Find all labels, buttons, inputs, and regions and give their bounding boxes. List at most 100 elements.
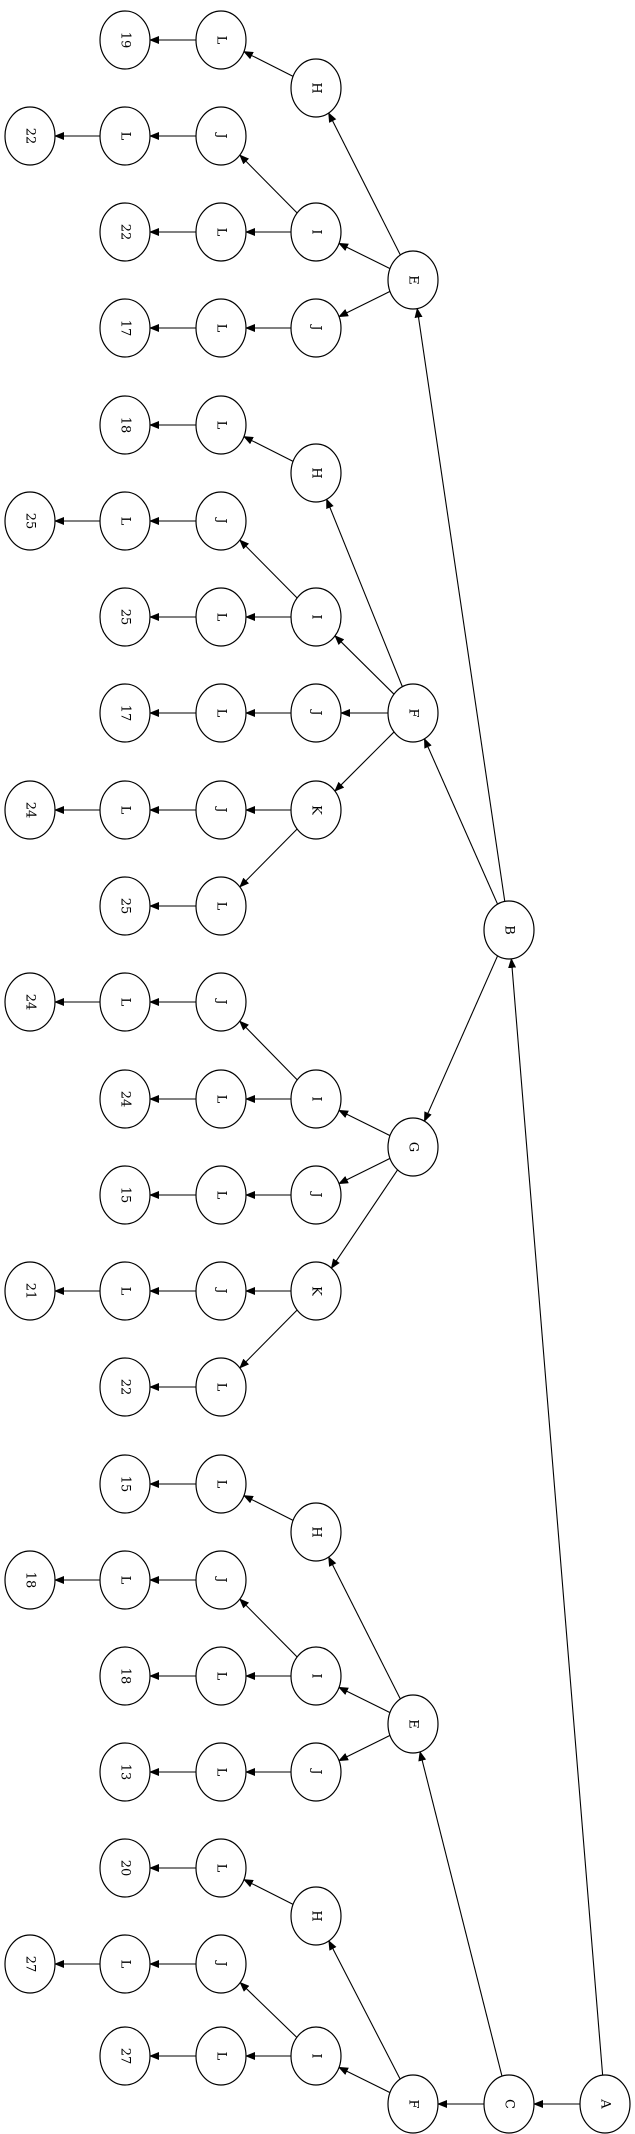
- node-ellipse: [387, 1117, 439, 1177]
- node-v25a: 25: [4, 491, 56, 551]
- edge-h4-to-l20: [243, 1879, 294, 1905]
- node-ellipse: [387, 2074, 439, 2134]
- node-label: L: [214, 1095, 229, 1104]
- node-v17b: 17: [99, 683, 151, 743]
- node-j5: J: [195, 780, 247, 840]
- node-ellipse: [290, 1165, 342, 1225]
- node-ellipse: [195, 1165, 247, 1225]
- node-label: 24: [118, 1091, 133, 1108]
- node-label: 22: [118, 1379, 133, 1396]
- edge-i3-to-j6: [239, 1020, 298, 1081]
- node-label: H: [309, 467, 324, 478]
- node-label: 15: [118, 1187, 133, 1204]
- node-l24b: L: [99, 972, 151, 1032]
- node-ellipse: [483, 2074, 535, 2134]
- node-ellipse: [99, 106, 151, 166]
- node-ellipse: [195, 1838, 247, 1898]
- node-ellipse: [290, 1502, 342, 1562]
- node-label: 22: [23, 128, 38, 145]
- node-ellipse: [99, 683, 151, 743]
- node-l27a: L: [99, 1934, 151, 1994]
- node-ellipse: [195, 1742, 247, 1802]
- node-ellipse: [290, 587, 342, 647]
- node-e1: E: [387, 250, 439, 310]
- node-ellipse: [99, 1934, 151, 1994]
- node-label: 15: [118, 1476, 133, 1493]
- edge-i5-to-j11: [239, 1981, 298, 2038]
- node-label: 18: [118, 1668, 133, 1685]
- node-ellipse: [99, 1838, 151, 1898]
- edge-i2-to-j3: [239, 539, 298, 599]
- edge-k1-to-l25c: [239, 828, 298, 888]
- node-label: 20: [118, 1860, 133, 1877]
- edge-line: [338, 1686, 391, 1714]
- node-label: F: [406, 708, 421, 717]
- node-label: L: [214, 228, 229, 237]
- edge-line: [328, 1939, 401, 2080]
- edge-k2-to-l22c: [239, 1309, 298, 1369]
- node-label: E: [406, 275, 421, 285]
- node-label: 25: [118, 609, 133, 626]
- edge-e1-to-j2: [338, 290, 391, 318]
- node-v24c: 24: [99, 1069, 151, 1129]
- edge-line: [423, 955, 499, 1123]
- node-i5: I: [290, 2026, 342, 2086]
- node-label: E: [406, 1719, 421, 1729]
- node-v25c: 25: [99, 876, 151, 936]
- node-label: L: [118, 1287, 133, 1296]
- edge-line: [243, 436, 294, 462]
- node-label: J: [214, 805, 229, 812]
- node-label: 27: [23, 1956, 38, 1973]
- node-label: H: [309, 1910, 324, 1921]
- node-label: A: [598, 2098, 613, 2109]
- node-k1: K: [290, 780, 342, 840]
- node-l24a: L: [99, 780, 151, 840]
- edge-line: [239, 1981, 298, 2038]
- edge-line: [508, 957, 604, 2076]
- edge-b-to-g1: [423, 955, 499, 1123]
- node-ellipse: [290, 1261, 342, 1321]
- node-l15b: L: [195, 1454, 247, 1514]
- node-ellipse: [387, 1694, 439, 1754]
- node-label: J: [214, 1286, 229, 1293]
- node-ellipse: [195, 1261, 247, 1321]
- node-label: L: [214, 421, 229, 430]
- node-v18c: 18: [99, 1646, 151, 1706]
- node-label: I: [309, 2053, 324, 2058]
- node-l25a: L: [99, 491, 151, 551]
- edge-c-to-e2: [418, 1750, 503, 2077]
- node-v17a: 17: [99, 298, 151, 358]
- node-label: K: [309, 1286, 324, 1296]
- edge-g1-to-j7: [338, 1157, 391, 1185]
- node-i4: I: [290, 1646, 342, 1706]
- node-ellipse: [195, 298, 247, 358]
- node-v22c: 22: [99, 1357, 151, 1417]
- node-label: J: [214, 131, 229, 138]
- edge-e2-to-j10: [338, 1734, 391, 1762]
- node-ellipse: [4, 1550, 56, 1610]
- node-ellipse: [99, 1550, 151, 1610]
- edge-line: [239, 539, 298, 599]
- edge-line: [338, 290, 391, 318]
- node-v18b: 18: [4, 1550, 56, 1610]
- edge-line: [338, 1109, 391, 1137]
- node-l27b: L: [195, 2026, 247, 2086]
- node-b: B: [483, 900, 535, 960]
- node-ellipse: [290, 780, 342, 840]
- node-label: 25: [118, 898, 133, 915]
- node-label: L: [214, 324, 229, 333]
- node-i2: I: [290, 587, 342, 647]
- node-f2: F: [387, 2074, 439, 2134]
- node-label: I: [309, 1096, 324, 1101]
- node-ellipse: [195, 780, 247, 840]
- node-ellipse: [99, 972, 151, 1032]
- node-label: 25: [23, 513, 38, 530]
- node-v18a: 18: [99, 395, 151, 455]
- edge-line: [239, 154, 298, 214]
- node-h1: H: [290, 58, 342, 118]
- node-ellipse: [290, 1646, 342, 1706]
- node-label: C: [502, 2099, 517, 2109]
- node-ellipse: [99, 1742, 151, 1802]
- node-ellipse: [99, 298, 151, 358]
